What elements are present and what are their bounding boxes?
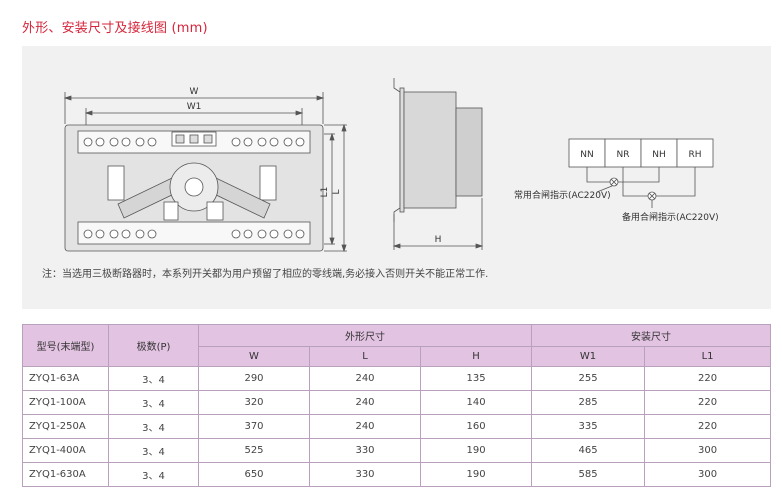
- header-h: H: [419, 346, 533, 367]
- header-install-size: 安装尺寸: [531, 324, 772, 347]
- header-w1: W1: [531, 346, 646, 367]
- cell-l: 240: [309, 414, 421, 439]
- terminal-nr: [604, 138, 642, 168]
- header-l: L: [309, 346, 421, 367]
- spec-table: 型号(末端型) 极数(P) 外形尺寸 安装尺寸 W L H W1 L1 ZYQ1…: [22, 324, 772, 487]
- cell-h: 190: [419, 462, 533, 487]
- cell-w1: 255: [531, 366, 646, 391]
- header-model: 型号(末端型): [22, 324, 109, 367]
- table-row: ZYQ1-250A 3、4 370 240 160 335 220: [22, 414, 772, 439]
- cell-l: 240: [309, 390, 421, 415]
- terminal-rh: [676, 138, 714, 168]
- table-row: ZYQ1-400A 3、4 525 330 190 465 300: [22, 438, 772, 463]
- cell-w: 370: [198, 414, 310, 439]
- cell-model: ZYQ1-630A: [22, 462, 109, 487]
- cell-poles: 3、4: [108, 414, 199, 439]
- header-w: W: [198, 346, 310, 367]
- cell-l: 330: [309, 462, 421, 487]
- cell-l1: 220: [644, 366, 772, 391]
- drawing-panel: W W1 L1 L H: [22, 46, 771, 309]
- cell-h: 160: [419, 414, 533, 439]
- dim-l-label: L: [332, 189, 342, 194]
- header-outline-size: 外形尺寸: [197, 324, 533, 347]
- cell-l1: 220: [644, 414, 772, 439]
- cell-w1: 585: [531, 462, 646, 487]
- page-title: 外形、安装尺寸及接线图 (mm): [22, 21, 208, 36]
- cell-model: ZYQ1-250A: [22, 414, 109, 439]
- cell-model: ZYQ1-100A: [22, 390, 109, 415]
- cell-w1: 335: [531, 414, 646, 439]
- cell-poles: 3、4: [108, 366, 199, 391]
- cell-w: 525: [198, 438, 310, 463]
- cell-l1: 300: [644, 462, 772, 487]
- cell-model: ZYQ1-63A: [22, 366, 109, 391]
- cell-l: 330: [309, 438, 421, 463]
- cell-w: 650: [198, 462, 310, 487]
- table-row: ZYQ1-100A 3、4 320 240 140 285 220: [22, 390, 772, 415]
- cell-l1: 220: [644, 390, 772, 415]
- cell-poles: 3、4: [108, 462, 199, 487]
- indicator-backup-label: 备用合闸指示(AC220V): [622, 211, 719, 223]
- cell-w1: 465: [531, 438, 646, 463]
- installation-note: 注：当选用三极断路器时，本系列开关都为用户预留了相应的零线端,务必接入否则开关不…: [42, 269, 489, 280]
- terminal-nn: [568, 138, 606, 168]
- header-poles: 极数(P): [108, 324, 199, 367]
- cell-h: 135: [419, 366, 533, 391]
- front-view: [63, 92, 347, 253]
- cell-model: ZYQ1-400A: [22, 438, 109, 463]
- dim-l1-label: L1: [320, 187, 330, 198]
- terminal-nn-label: NN: [580, 150, 593, 160]
- terminal-nr-label: NR: [617, 150, 630, 160]
- cell-w1: 285: [531, 390, 646, 415]
- cell-l1: 300: [644, 438, 772, 463]
- header-l1: L1: [644, 346, 772, 367]
- cell-w: 290: [198, 366, 310, 391]
- table-row: ZYQ1-63A 3、4 290 240 135 255 220: [22, 366, 772, 391]
- cell-poles: 3、4: [108, 438, 199, 463]
- dim-w-label: W: [190, 87, 199, 97]
- cell-l: 240: [309, 366, 421, 391]
- terminal-rh-label: RH: [688, 150, 701, 160]
- cell-poles: 3、4: [108, 390, 199, 415]
- terminal-nh-label: NH: [652, 150, 666, 160]
- indicator-normal-label: 常用合闸指示(AC220V): [514, 189, 611, 201]
- table-row: ZYQ1-630A 3、4 650 330 190 585 300: [22, 462, 772, 487]
- dim-w1-label: W1: [187, 102, 202, 112]
- dimension-drawing: W W1 L1 L H: [63, 78, 719, 253]
- wiring-diagram: [568, 138, 714, 208]
- dim-h-label: H: [435, 235, 442, 245]
- side-view: [392, 78, 484, 250]
- cell-w: 320: [198, 390, 310, 415]
- cell-h: 140: [419, 390, 533, 415]
- cell-h: 190: [419, 438, 533, 463]
